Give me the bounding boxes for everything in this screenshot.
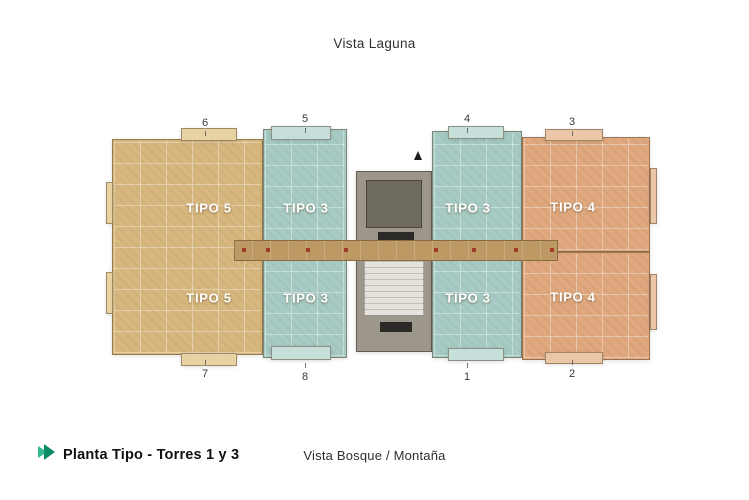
unit-number: 1: [463, 371, 471, 383]
leader-tick: [572, 360, 573, 365]
column-dot: [242, 248, 246, 252]
column-dot: [472, 248, 476, 252]
north-arrow-icon: [414, 151, 422, 160]
unit-number: 2: [568, 368, 576, 380]
corridor: [234, 240, 558, 261]
balcony: [271, 126, 331, 140]
bay-window: [106, 182, 113, 224]
leader-tick: [467, 128, 468, 133]
tipo3-unit-8: [263, 252, 347, 358]
balcony: [181, 353, 237, 366]
balcony: [545, 129, 603, 141]
leader-tick: [305, 363, 306, 368]
leader-tick: [572, 131, 573, 136]
column-dot: [266, 248, 270, 252]
top-view-label: Vista Laguna: [333, 36, 416, 51]
unit-type-label: TIPO 4: [550, 199, 596, 215]
bottom-view-label: Vista Bosque / Montaña: [303, 448, 446, 463]
elevator-shaft: [366, 180, 422, 228]
unit-number: 4: [463, 113, 471, 125]
unit-number: 3: [568, 116, 576, 128]
stair-core: [364, 254, 424, 316]
service-shaft: [380, 322, 412, 332]
unit-number: 5: [301, 113, 309, 125]
tipo4-unit-2: [522, 252, 650, 360]
bay-window: [650, 168, 657, 224]
tipo4-unit-3: [522, 137, 650, 252]
unit-type-label: TIPO 3: [283, 290, 329, 306]
column-dot: [434, 248, 438, 252]
column-dot: [550, 248, 554, 252]
unit-type-label: TIPO 3: [283, 200, 329, 216]
unit-type-label: TIPO 5: [186, 290, 232, 306]
leader-tick: [467, 363, 468, 368]
leader-tick: [205, 131, 206, 136]
column-dot: [514, 248, 518, 252]
unit-number: 8: [301, 371, 309, 383]
legend: Planta Tipo - Torres 1 y 3: [38, 444, 239, 465]
leader-tick: [305, 128, 306, 133]
balcony: [545, 352, 603, 364]
unit-type-label: TIPO 4: [550, 289, 596, 305]
balcony: [448, 126, 504, 139]
legend-arrow-icon: [38, 444, 56, 465]
balcony: [448, 348, 504, 361]
tipo3-unit-1: [432, 252, 522, 358]
bay-window: [650, 274, 657, 330]
balcony: [271, 346, 331, 360]
column-dot: [306, 248, 310, 252]
unit-number: 7: [201, 368, 209, 380]
unit-number: 6: [201, 117, 209, 129]
legend-title: Planta Tipo - Torres 1 y 3: [63, 446, 240, 463]
column-dot: [344, 248, 348, 252]
tipo3-unit-5: [263, 129, 347, 252]
unit-type-label: TIPO 5: [186, 200, 232, 216]
unit-type-label: TIPO 3: [445, 290, 491, 306]
bay-window: [106, 272, 113, 314]
balcony: [181, 128, 237, 141]
leader-tick: [205, 360, 206, 365]
unit-type-label: TIPO 3: [445, 200, 491, 216]
tipo3-unit-4: [432, 131, 522, 252]
